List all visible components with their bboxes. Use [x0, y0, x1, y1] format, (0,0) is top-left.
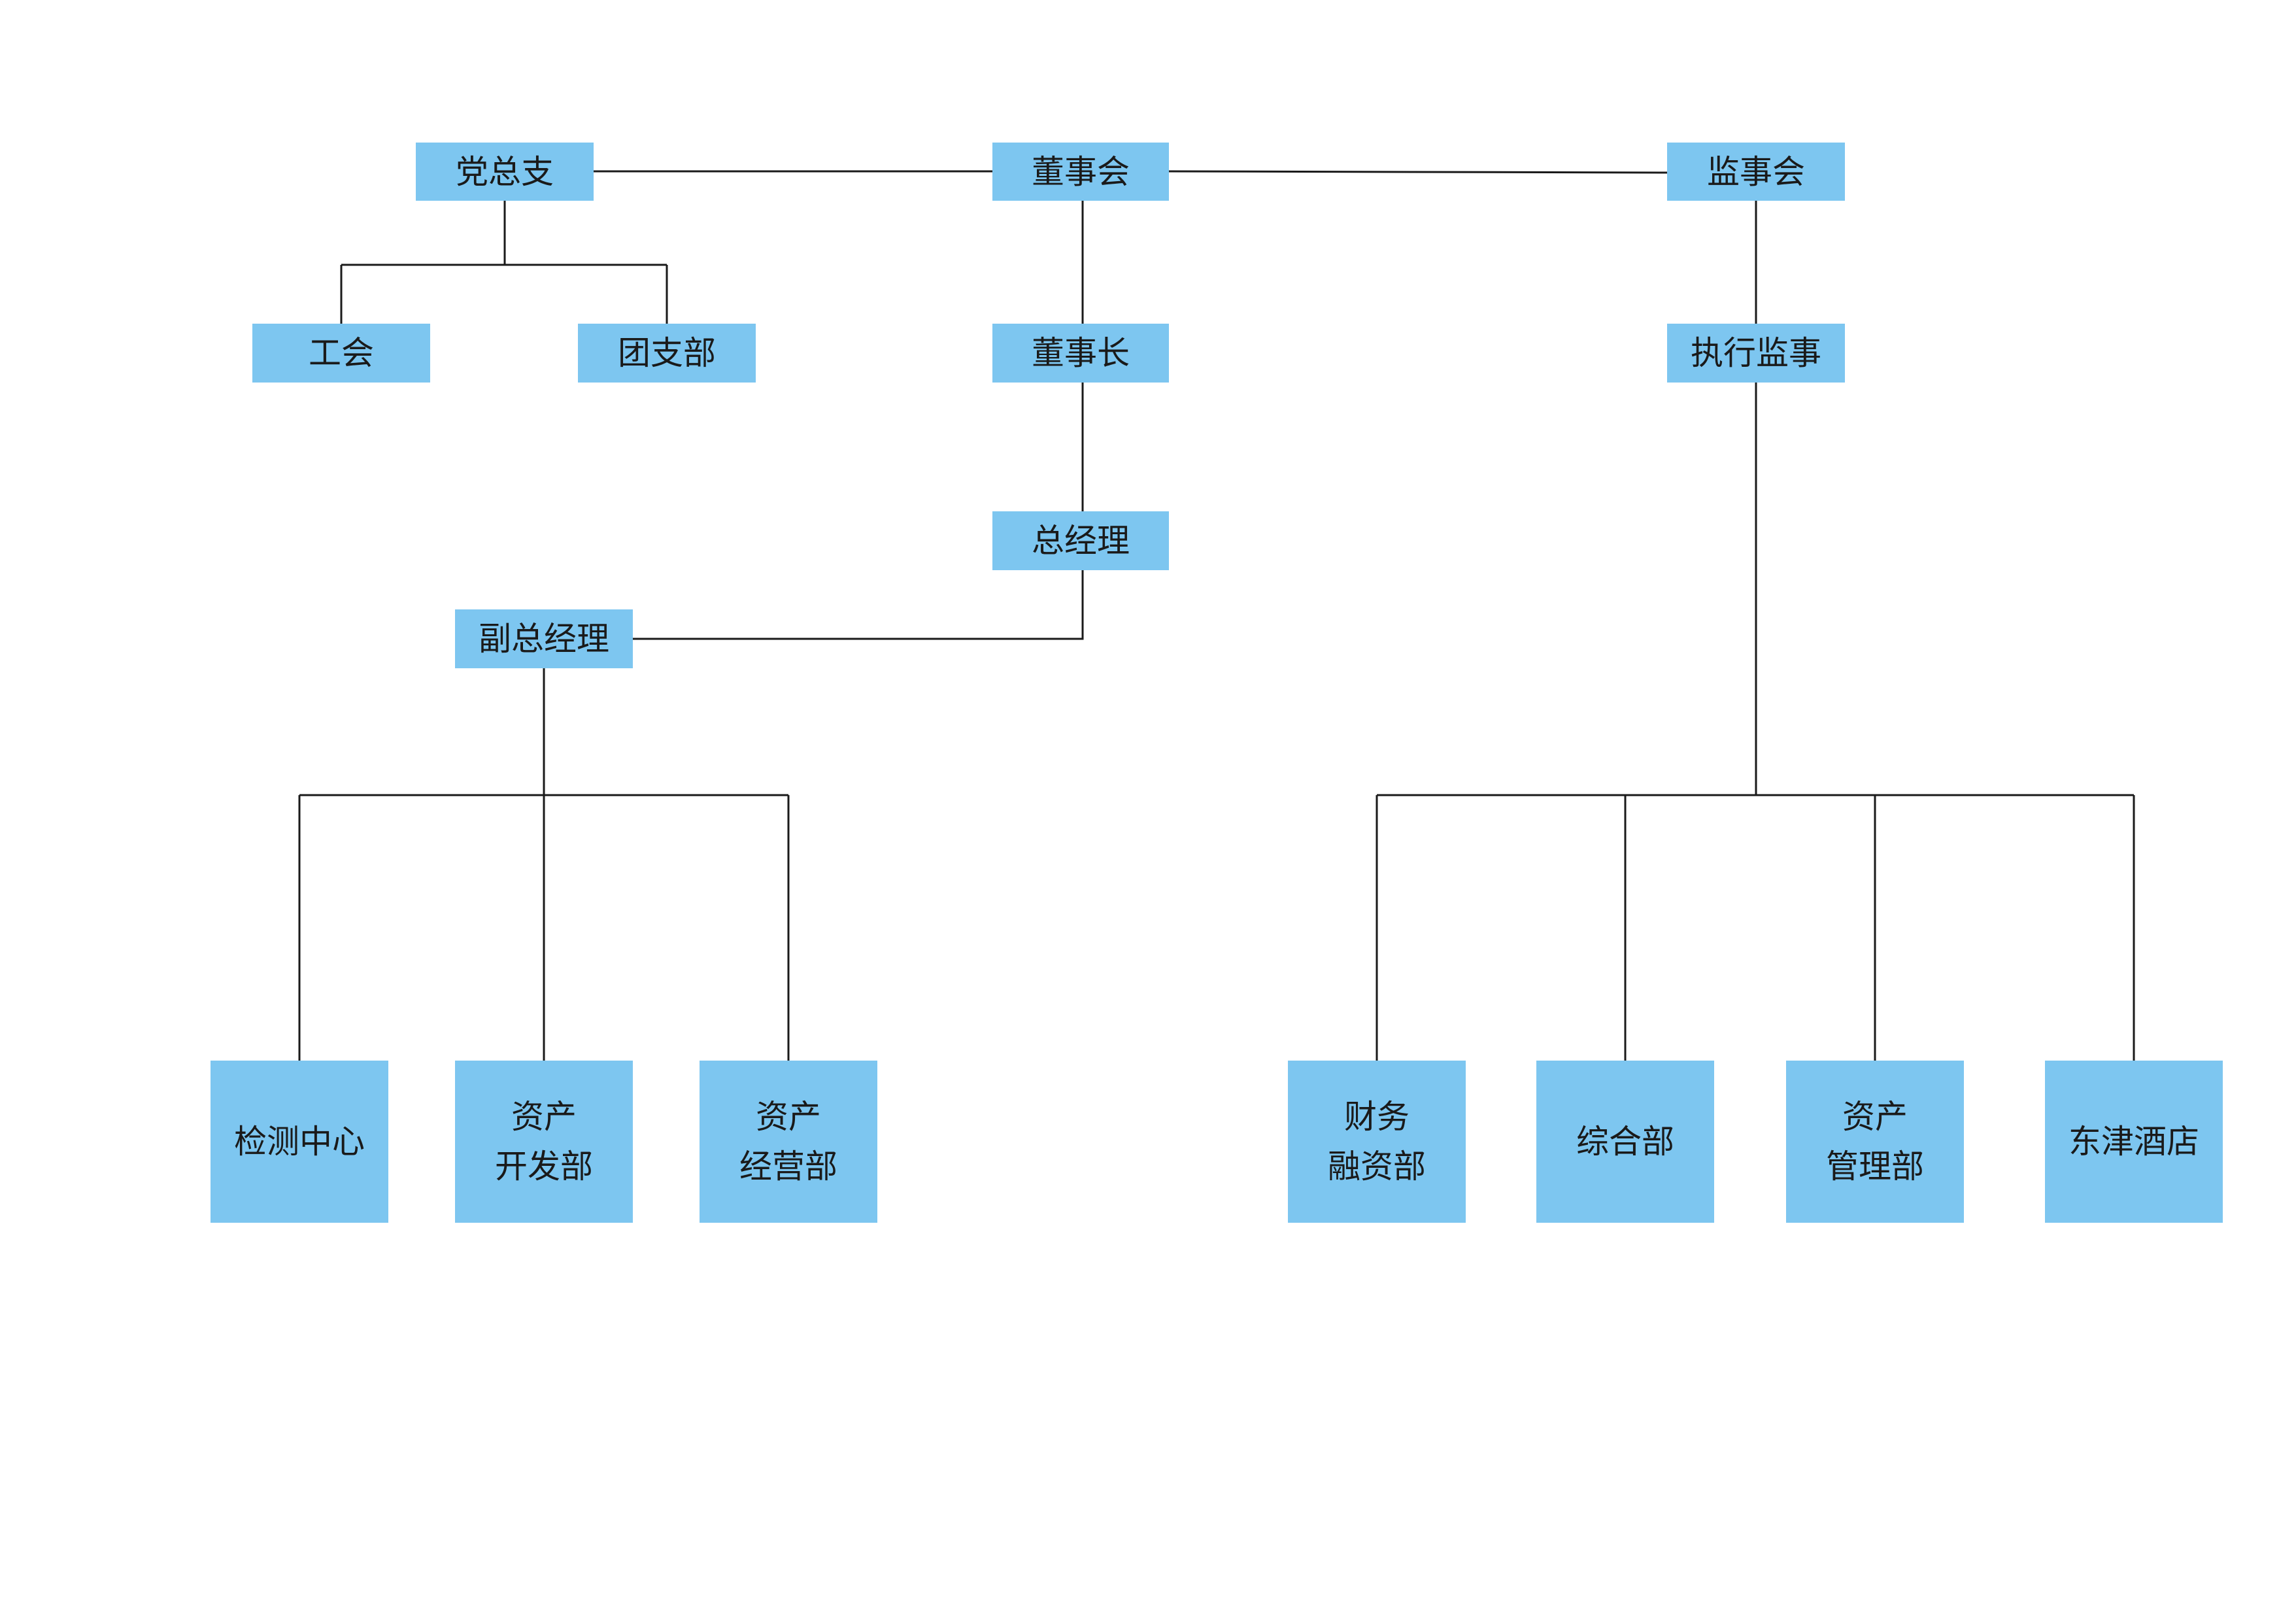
- node-label: 东津酒店: [2068, 1123, 2199, 1161]
- node-label: 资产 经营部: [739, 1098, 837, 1185]
- node-label: 工会: [309, 334, 374, 372]
- node-general-manager: 总经理: [992, 511, 1169, 570]
- node-asset-operation: 资产 经营部: [700, 1061, 877, 1223]
- node-label: 综合部: [1576, 1123, 1674, 1161]
- node-label: 副总经理: [479, 620, 609, 658]
- node-label: 检测中心: [234, 1123, 365, 1161]
- node-label: 董事会: [1032, 152, 1130, 191]
- node-general-affairs: 综合部: [1536, 1061, 1714, 1223]
- node-party-branch: 党总支: [416, 143, 594, 201]
- node-chairman: 董事长: [992, 324, 1169, 383]
- node-label: 党总支: [456, 152, 554, 191]
- node-label: 执行监事: [1691, 334, 1821, 372]
- connector-board-supervisory: [1168, 170, 1668, 174]
- node-asset-management: 资产 管理部: [1786, 1061, 1964, 1223]
- node-union: 工会: [252, 324, 430, 383]
- node-dongjin-hotel: 东津酒店: [2045, 1061, 2223, 1223]
- node-label: 财务 融资部: [1328, 1098, 1426, 1185]
- node-label: 资产 开发部: [495, 1098, 593, 1185]
- node-testing-center: 检测中心: [211, 1061, 388, 1223]
- node-label: 资产 管理部: [1826, 1098, 1924, 1185]
- connector-gm-deputy: [633, 570, 1084, 640]
- node-supervisory-board: 监事会: [1667, 143, 1845, 201]
- node-deputy-general-manager: 副总经理: [455, 609, 633, 668]
- node-youth-league: 团支部: [578, 324, 756, 383]
- node-label: 团支部: [618, 334, 716, 372]
- node-finance: 财务 融资部: [1288, 1061, 1466, 1223]
- node-executive-supervisor: 执行监事: [1667, 324, 1845, 383]
- node-asset-development: 资产 开发部: [455, 1061, 633, 1223]
- node-label: 监事会: [1707, 152, 1805, 191]
- node-label: 总经理: [1032, 522, 1130, 560]
- node-label: 董事长: [1032, 334, 1130, 372]
- node-board: 董事会: [992, 143, 1169, 201]
